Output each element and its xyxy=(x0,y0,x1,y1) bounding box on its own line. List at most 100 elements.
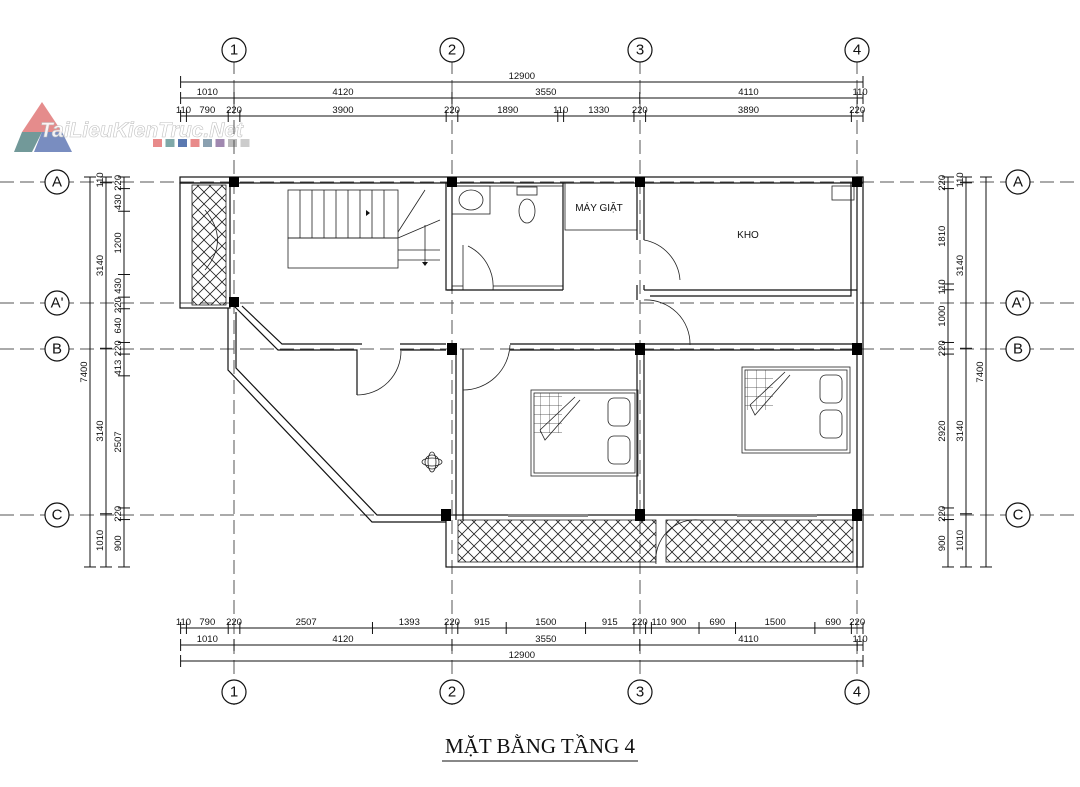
axis-label: C xyxy=(1013,507,1024,524)
dim-value: 7400 xyxy=(79,361,90,382)
dim-value: 220 xyxy=(113,340,124,356)
dim-value: 430 xyxy=(113,278,124,294)
dim-value: 900 xyxy=(113,535,124,551)
dim-value: 220 xyxy=(849,617,865,628)
dim-value: 900 xyxy=(670,617,686,628)
axis-b-right: B xyxy=(1005,336,1031,362)
axis-a2-left: A' xyxy=(44,290,70,316)
dim-value: 690 xyxy=(709,617,725,628)
dim-value: 220 xyxy=(444,105,460,116)
dim-value: 110 xyxy=(95,172,106,187)
dim-value: 220 xyxy=(444,617,460,628)
dim-value: 220 xyxy=(937,175,948,191)
axis-label: A xyxy=(1013,174,1023,191)
dim-value: 2920 xyxy=(937,420,948,441)
dim-value: 2507 xyxy=(113,431,124,452)
dim-value: 220 xyxy=(226,617,242,628)
watermark-color-squares xyxy=(153,139,250,147)
axis-4-bottom: 4 xyxy=(844,679,870,705)
dim-value: 220 xyxy=(113,297,124,313)
watermark-square xyxy=(228,139,237,147)
dim-value: 3890 xyxy=(738,105,759,116)
dim-value: 220 xyxy=(849,105,865,116)
dim-value: 1010 xyxy=(197,634,218,645)
axis-2-top: 2 xyxy=(439,37,465,63)
dim-value: 3140 xyxy=(95,255,106,276)
axis-3-top: 3 xyxy=(627,37,653,63)
dim-value: 110 xyxy=(176,617,191,628)
axis-2-bottom: 2 xyxy=(439,679,465,705)
room-label-storage: KHO xyxy=(737,230,759,241)
dim-value: 1330 xyxy=(588,105,609,116)
dim-value: 4120 xyxy=(332,634,353,645)
dim-value: 690 xyxy=(825,617,841,628)
axis-4-top: 4 xyxy=(844,37,870,63)
dim-value: 1500 xyxy=(535,617,556,628)
dim-value: 110 xyxy=(651,617,666,628)
axis-label: A' xyxy=(1012,295,1025,312)
dim-value: 220 xyxy=(632,105,648,116)
dim-value: 1890 xyxy=(497,105,518,116)
axis-label: B xyxy=(1013,341,1023,358)
axis-label: B xyxy=(52,341,62,358)
axis-label: 3 xyxy=(636,42,644,59)
axis-1-top: 1 xyxy=(221,37,247,63)
axis-a2-right: A' xyxy=(1005,290,1031,316)
plant-icon xyxy=(421,451,443,473)
watermark-square xyxy=(240,139,250,147)
dim-value: 900 xyxy=(937,535,948,551)
dim-value: 4120 xyxy=(332,87,353,98)
axis-label: 2 xyxy=(448,684,456,701)
dim-value: 3140 xyxy=(955,420,966,441)
room-label-washing: MÁY GIẶT xyxy=(575,201,623,214)
dim-value: 3550 xyxy=(535,87,556,98)
dim-value: 3900 xyxy=(332,105,353,116)
dim-value: 220 xyxy=(226,105,242,116)
dim-value: 3140 xyxy=(95,420,106,441)
dim-value: 4110 xyxy=(738,87,758,98)
watermark-square xyxy=(215,139,225,147)
axis-label: 1 xyxy=(230,42,238,59)
dim-value: 220 xyxy=(113,506,124,522)
dim-value: 12900 xyxy=(509,650,535,661)
dim-value: 915 xyxy=(474,617,490,628)
dim-value: 110 xyxy=(176,105,191,116)
axis-b-left: B xyxy=(44,336,70,362)
grid-bubbles: 1 2 3 4 1 2 3 4 A A' B C A A' B C xyxy=(44,37,1031,705)
bed-2 xyxy=(741,366,851,454)
structural-columns xyxy=(229,177,862,521)
dim-value: 413 xyxy=(113,360,124,376)
dim-value: 1010 xyxy=(955,530,966,551)
left-balcony xyxy=(179,182,231,309)
staircase xyxy=(287,189,441,269)
watermark-square xyxy=(153,139,162,147)
axis-label: C xyxy=(52,507,63,524)
dim-value: 1810 xyxy=(937,226,948,247)
axis-label: 3 xyxy=(636,684,644,701)
dim-value: 430 xyxy=(113,194,124,210)
dim-value: 4110 xyxy=(738,634,758,645)
axis-a-left: A xyxy=(44,169,70,195)
dim-chain-left_total: 7400 xyxy=(79,176,96,568)
dim-chain-right_total: 7400 xyxy=(975,176,992,568)
axis-label: A' xyxy=(51,295,64,312)
dim-value: 915 xyxy=(602,617,618,628)
dim-chain-top_total: 12900 xyxy=(180,71,864,88)
dim-value: 1393 xyxy=(399,617,420,628)
watermark-square xyxy=(178,139,187,147)
dim-value: 1200 xyxy=(113,232,124,253)
dim-value: 1000 xyxy=(937,306,948,327)
dim-value: 7400 xyxy=(975,361,986,382)
watermark-text: TaiLieuKienTruc.Net xyxy=(40,119,244,142)
axis-label: 4 xyxy=(853,42,861,59)
dim-value: 790 xyxy=(199,617,215,628)
